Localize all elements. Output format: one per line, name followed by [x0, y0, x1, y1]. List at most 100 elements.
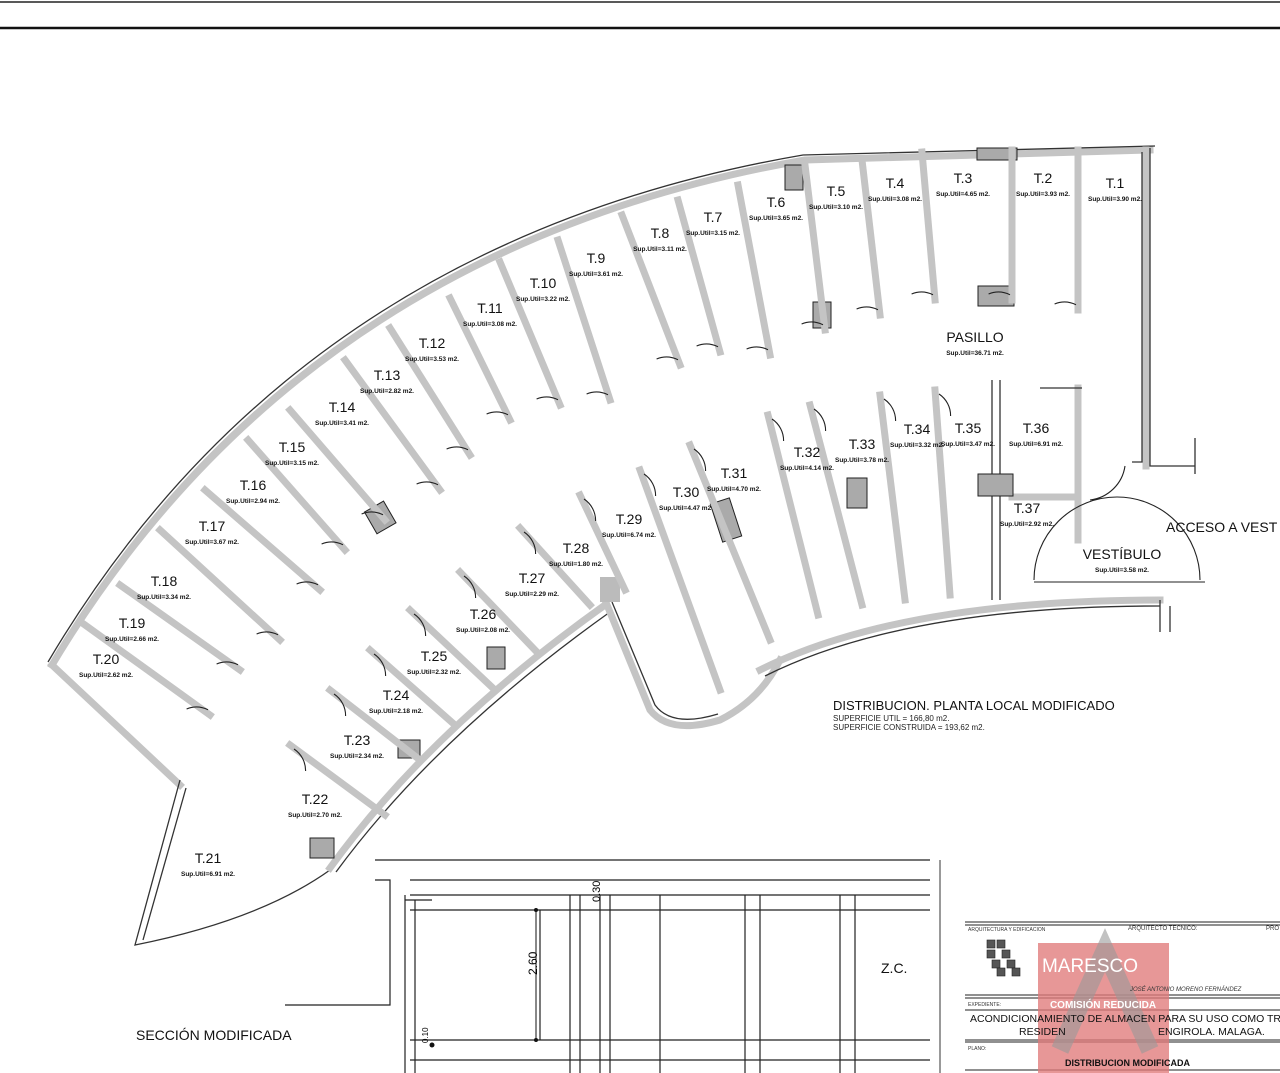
room-area: Sup.Util=3.47 m2. [941, 441, 995, 448]
room-label: T.11 [477, 300, 503, 316]
room-area: Sup.Util=3.90 m2. [1088, 196, 1142, 203]
room-area: Sup.Util=3.93 m2. [1016, 191, 1070, 198]
plan-title: DISTRIBUCION. PLANTA LOCAL MODIFICADO [833, 698, 1115, 713]
room-label: T.14 [329, 399, 356, 415]
partition-wall [200, 485, 325, 595]
room-area: Sup.Util=3.15 m2. [265, 460, 319, 467]
room-label: T.35 [955, 420, 982, 436]
partition-wall [918, 148, 939, 304]
room-area: Sup.Util=3.11 m2. [633, 246, 687, 253]
room-label: T.6 [767, 194, 786, 210]
pro-label: PRO [1266, 926, 1279, 932]
door-swing [1054, 301, 1077, 306]
room-area: Sup.Util=2.92 m2. [1000, 521, 1054, 528]
plano-name: DISTRIBUCION MODIFICADA [1065, 1058, 1190, 1068]
firm-logo [986, 939, 1021, 977]
room-label: T.31 [721, 465, 748, 481]
room-area: Sup.Util=2.82 m2. [360, 388, 414, 395]
room-area: Sup.Util=2.94 m2. [226, 498, 280, 505]
door-swing [813, 408, 827, 432]
partition-wall [733, 180, 775, 360]
room-label: T.12 [419, 335, 446, 351]
partition-wall [635, 465, 725, 695]
partition-wall [365, 645, 460, 730]
room-label: PASILLO [946, 329, 1003, 345]
room-label: T.34 [904, 421, 931, 437]
architect-name: JOSÉ ANTONIO MORENO FERNÁNDEZ [1129, 986, 1242, 993]
room-area: Sup.Util=6.91 m2. [181, 871, 235, 878]
room-label: T.19 [119, 615, 146, 631]
room-area: Sup.Util=3.67 m2. [185, 539, 239, 546]
partition-wall [445, 293, 515, 425]
project-line-1: ACONDICIONAMIENTO DE ALMACEN PARA SU USO… [970, 1013, 1280, 1025]
room-area: Sup.Util=2.62 m2. [79, 672, 133, 679]
room-label: T.30 [673, 484, 700, 500]
room-label: T.3 [954, 170, 973, 186]
room-label: T.33 [849, 436, 876, 452]
door-swing [696, 343, 719, 348]
door-swing [911, 291, 934, 296]
room-area: Sup.Util=36.71 m2. [946, 350, 1004, 357]
room-area: Sup.Util=3.65 m2. [749, 215, 803, 222]
room-label: T.21 [195, 850, 222, 866]
room-label: T.5 [827, 183, 846, 199]
room-area: Sup.Util=3.10 m2. [809, 204, 863, 211]
dim-top: 0.30 [591, 881, 603, 902]
watermark-tagline: COMISIÓN REDUCIDA [1050, 998, 1156, 1011]
door-swing [586, 391, 609, 396]
room-label: T.25 [421, 648, 448, 664]
project-line-2b: ENGIROLA. MALAGA. [1158, 1026, 1265, 1038]
dim-height: 2.60 [526, 951, 540, 975]
room-label: T.22 [302, 791, 329, 807]
partition-wall [575, 490, 630, 595]
superficie-util: SUPERFICIE UTIL = 166,80 m2. [833, 714, 949, 723]
door-swing [321, 541, 344, 546]
room-area: Sup.Util=4.65 m2. [936, 191, 990, 198]
door-swing [746, 346, 769, 351]
room-label: T.7 [704, 209, 723, 225]
room-label: T.28 [563, 540, 590, 556]
partition-wall [80, 620, 215, 720]
door-swing [938, 393, 952, 417]
plano-label: PLANO: [968, 1046, 986, 1052]
partition-wall [285, 740, 390, 820]
room-area: Sup.Util=3.15 m2. [686, 230, 740, 237]
room-label: T.15 [279, 439, 306, 455]
room-area: Sup.Util=6.91 m2. [1009, 441, 1063, 448]
superficie-construida: SUPERFICIE CONSTRUIDA = 193,62 m2. [833, 723, 985, 732]
room-label: T.17 [199, 518, 226, 534]
dim-bottom: 0.10 [421, 1027, 430, 1043]
room-label: T.1 [1106, 175, 1125, 191]
partition-wall [763, 410, 823, 620]
partition-wall [515, 523, 595, 610]
room-area: Sup.Util=2.18 m2. [369, 708, 423, 715]
room-label: T.4 [886, 175, 905, 191]
door-swing [856, 306, 879, 311]
room-label: T.27 [519, 570, 546, 586]
partition-wall [617, 210, 685, 370]
partition-wall [325, 685, 425, 765]
partition-wall [553, 235, 615, 405]
partition-wall [285, 405, 390, 525]
